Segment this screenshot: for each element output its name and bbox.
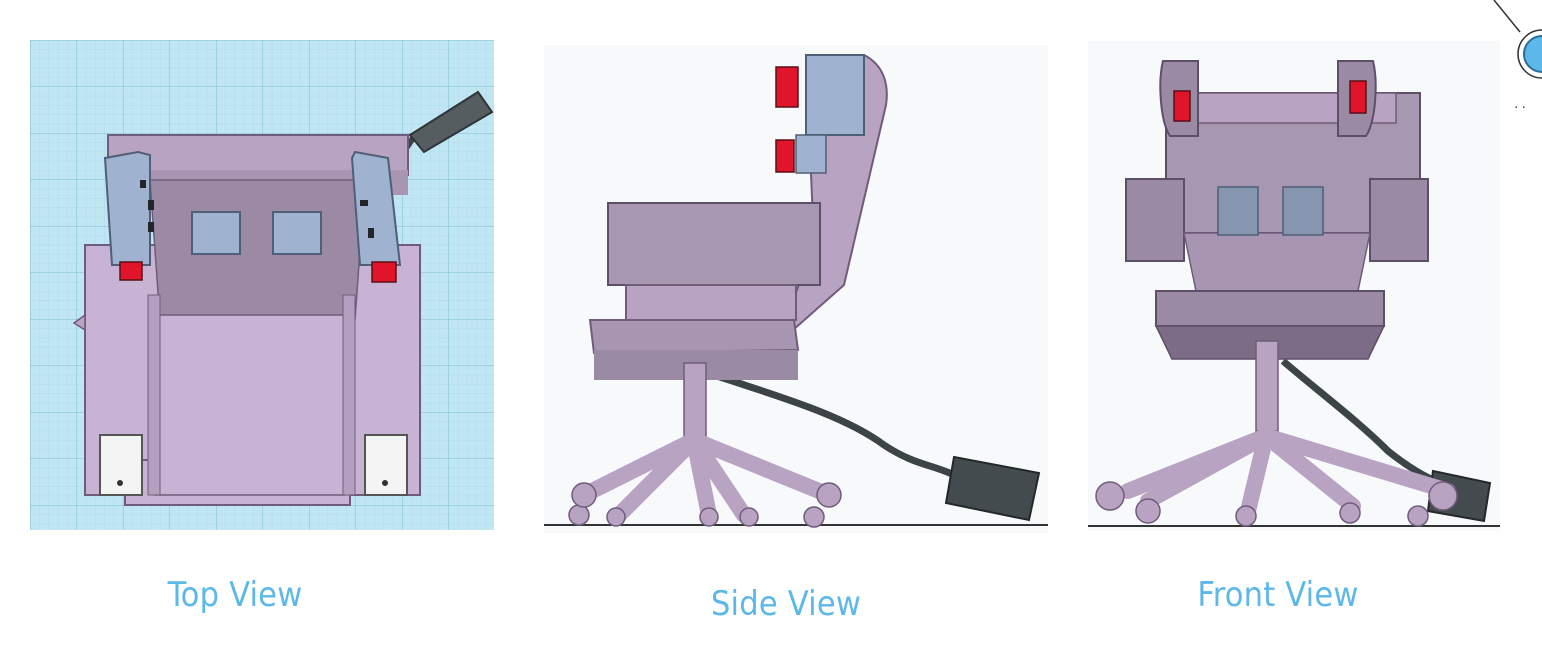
front-view-caption: Front View xyxy=(1197,575,1359,615)
zoom-bubble-icon[interactable] xyxy=(1490,0,1542,120)
front-view-image xyxy=(1088,41,1500,531)
top-view-caption: Top View xyxy=(167,575,303,615)
side-view-caption: Side View xyxy=(710,584,862,624)
side-view-image xyxy=(544,45,1048,533)
top-view-image xyxy=(30,40,494,530)
ellipsis-text: .. xyxy=(1514,95,1529,112)
